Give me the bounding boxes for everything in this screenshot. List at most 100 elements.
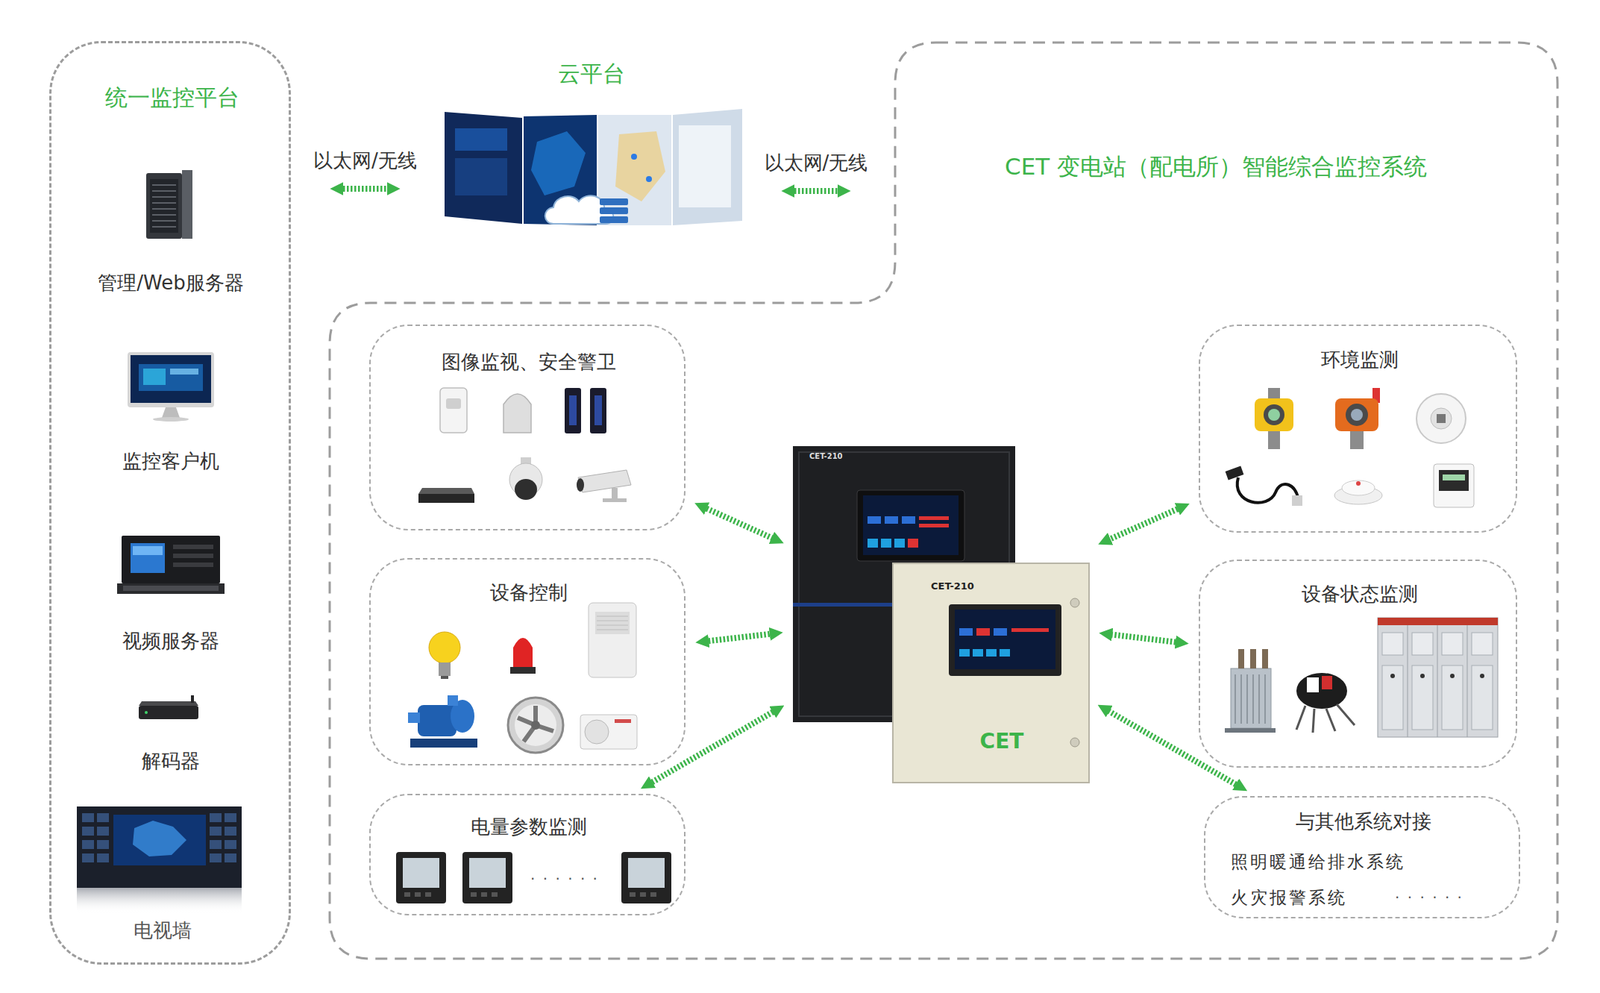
tv-wall-icon <box>96 826 109 836</box>
server-icon <box>152 208 177 210</box>
transformer-icon <box>1238 648 1245 669</box>
light-cabinet-illustration <box>986 648 997 657</box>
node-text: · · · · · · <box>512 869 617 889</box>
pump-icon <box>417 704 457 737</box>
node-title: 电量参数监测 <box>370 814 687 840</box>
gas-detector-icon <box>1335 398 1379 432</box>
switchgear-icon <box>1420 673 1425 679</box>
transformer-icon <box>1224 728 1276 733</box>
light-cabinet-illustration <box>1070 737 1080 747</box>
dark-cabinet-illustration <box>901 516 916 524</box>
node-title: CET-210 <box>809 452 877 462</box>
tv-wall-icon <box>209 853 222 863</box>
light-cabinet-illustration <box>959 648 970 657</box>
water-leak-sensor-icon <box>1291 495 1303 506</box>
gas-detector-icon <box>1263 404 1285 426</box>
tv-wall-icon <box>224 853 237 863</box>
bullet-camera-icon <box>576 469 632 503</box>
dark-cabinet-illustration <box>863 495 959 555</box>
tv-wall-icon <box>82 853 94 863</box>
dvr-icon <box>418 493 475 503</box>
light-cabinet-illustration <box>999 648 1010 657</box>
power-meter-icon <box>481 892 488 897</box>
cloud-screen-illustration <box>444 108 743 226</box>
tv-wall-icon <box>76 806 242 888</box>
decoder-icon <box>138 705 199 720</box>
dehumidifier-icon <box>596 616 629 617</box>
power-meter-icon <box>469 857 506 888</box>
pir-detector-icon <box>440 387 467 433</box>
tv-wall-icon <box>82 826 94 836</box>
pump-icon <box>447 695 458 706</box>
gas-detector-icon <box>1268 431 1280 450</box>
transformer-icon <box>1224 648 1276 733</box>
transformer-icon <box>1234 674 1236 724</box>
transformer-icon <box>1230 668 1272 729</box>
function-group: 电量参数监测 · · · · · · <box>369 793 686 916</box>
node-text: CET-210 <box>930 580 1006 593</box>
server-icon <box>152 190 177 192</box>
switchgear-icon <box>1407 625 1409 737</box>
fan-icon <box>514 704 557 746</box>
video-server-icon <box>117 535 225 594</box>
beam-detector-icon <box>594 395 602 426</box>
server-icon <box>152 202 177 204</box>
beam-detector-icon <box>564 387 607 434</box>
switchgear-icon <box>1441 665 1463 730</box>
tv-wall-icon <box>209 813 222 823</box>
dvr-icon <box>418 487 475 503</box>
bulb-icon <box>428 631 461 664</box>
node-title: 云平台 <box>433 59 750 89</box>
transformer-icon <box>1264 674 1266 724</box>
switchgear-icon <box>1377 617 1498 737</box>
server-icon <box>152 184 177 186</box>
thermo-hygrometer-icon <box>1433 463 1474 508</box>
glass-break-detector-icon <box>503 393 532 433</box>
dark-cabinet-illustration <box>867 516 881 524</box>
function-group: 环境监测 <box>1198 324 1518 533</box>
monitor-icon <box>127 352 215 422</box>
function-group: 与其他系统对接照明暖通给排水系统火灾报警系统· · · · · · <box>1203 795 1521 919</box>
dark-cabinet-illustration <box>857 490 965 561</box>
power-meter-icon <box>404 892 411 897</box>
switchgear-icon <box>1479 673 1485 679</box>
node-title: 监控客户机 <box>88 449 253 474</box>
cloud-platform: 云平台 <box>433 52 750 232</box>
edge-label: 以太网/无线 <box>764 149 869 177</box>
decoder-icon <box>138 695 199 720</box>
bidirectional-arrow <box>790 187 842 194</box>
video-server-icon <box>130 543 165 573</box>
device-item: 解码器 <box>88 688 253 775</box>
pir-detector-icon <box>446 398 461 409</box>
power-meter-icon <box>396 851 447 904</box>
video-server-icon <box>173 544 214 549</box>
node-text: 火灾报警系统 <box>1230 886 1380 909</box>
light-cabinet-illustration <box>972 648 984 657</box>
power-meter-icon <box>402 857 440 888</box>
device-item: 监控客户机 <box>88 337 253 476</box>
power-meter-icon <box>491 892 498 897</box>
switchgear-icon <box>1390 673 1395 679</box>
tv-wall-icon <box>132 820 187 857</box>
fan-icon <box>507 697 564 753</box>
power-meter-icon <box>629 892 636 897</box>
cloud-screen-illustration <box>678 125 732 208</box>
bidirectional-arrow <box>1108 634 1180 643</box>
bidirectional-arrow <box>339 185 391 192</box>
dehumidifier-icon <box>588 602 637 678</box>
node-title: 管理/Web服务器 <box>88 270 253 296</box>
monitor-icon <box>161 407 180 418</box>
node-title: 电视墙 <box>69 918 256 943</box>
air-conditioner-icon <box>580 714 638 749</box>
thermo-hygrometer-icon <box>1438 469 1469 491</box>
dark-cabinet-illustration <box>894 538 905 548</box>
node-title: 视频服务器 <box>88 628 253 654</box>
region-outline <box>329 42 1558 959</box>
switchgear-icon <box>1412 665 1433 730</box>
power-meter-icon <box>462 851 513 904</box>
server-icon <box>182 170 193 239</box>
bidirectional-arrow <box>648 710 777 784</box>
cloud-screen-illustration <box>599 207 629 215</box>
